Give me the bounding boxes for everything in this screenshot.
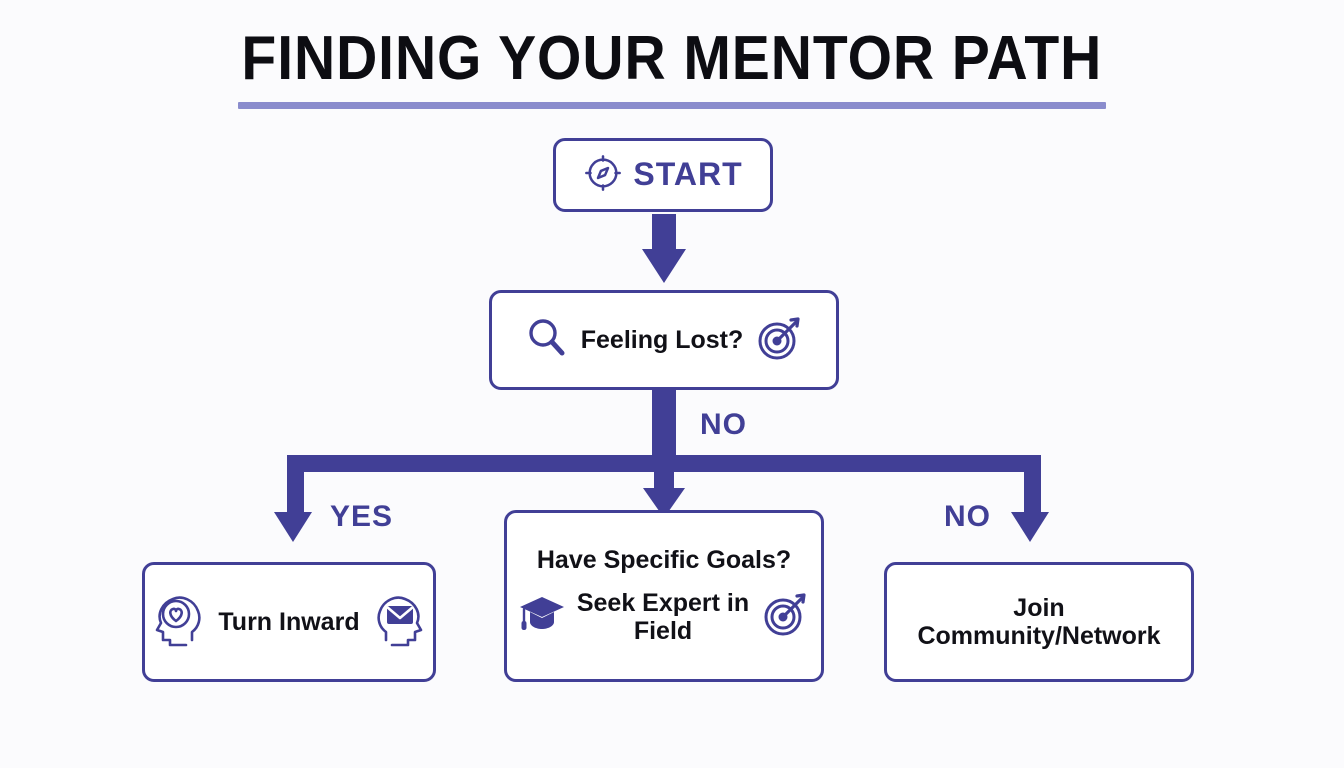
target-icon bbox=[759, 588, 811, 645]
node-turn-inward-content: Turn Inward bbox=[152, 590, 425, 655]
node-turn-inward[interactable]: Turn Inward bbox=[142, 562, 436, 682]
head-envelope-icon bbox=[370, 590, 426, 655]
node-specific-goals[interactable]: Have Specific Goals? Seek Expert in Fiel… bbox=[504, 510, 824, 682]
node-turn-inward-label: Turn Inward bbox=[218, 608, 360, 636]
compass-icon bbox=[583, 153, 623, 198]
edge-label-no-top: NO bbox=[700, 408, 747, 441]
node-specific-goals-heading: Have Specific Goals? bbox=[536, 545, 792, 574]
node-feeling-lost-label: Feeling Lost? bbox=[580, 326, 744, 354]
node-feeling-lost[interactable]: Feeling Lost? bbox=[489, 290, 839, 390]
connector-yes-stem bbox=[287, 462, 304, 516]
connector-yes-arrowhead bbox=[274, 512, 312, 542]
connector-start-to-feeling-arrowhead bbox=[642, 249, 686, 283]
node-specific-goals-content: Seek Expert in Field bbox=[517, 588, 811, 645]
edge-label-yes: YES bbox=[330, 500, 394, 533]
page-title: FINDING YOUR MENTOR PATH bbox=[241, 24, 1103, 93]
node-join-community[interactable]: Join Community/Network bbox=[884, 562, 1194, 682]
connector-no-right-arrowhead bbox=[1011, 512, 1049, 542]
head-heart-icon bbox=[152, 590, 208, 655]
node-feeling-lost-content: Feeling Lost? bbox=[523, 312, 806, 369]
page-title-block: FINDING YOUR MENTOR PATH bbox=[0, 28, 1344, 109]
connector-start-to-feeling-stem bbox=[652, 214, 676, 252]
title-underline bbox=[238, 102, 1106, 109]
graduation-cap-icon bbox=[517, 591, 567, 642]
edge-label-no-right: NO bbox=[944, 500, 991, 533]
node-specific-goals-label: Seek Expert in Field bbox=[576, 588, 750, 645]
connector-no-right-stem bbox=[1024, 462, 1041, 516]
connector-center-stem bbox=[654, 462, 674, 494]
node-start-label: START bbox=[633, 156, 743, 193]
node-start-content: START bbox=[583, 153, 742, 198]
node-join-community-label: Join Community/Network bbox=[917, 594, 1161, 650]
node-start[interactable]: START bbox=[553, 138, 773, 212]
magnifier-icon bbox=[523, 314, 571, 367]
target-icon bbox=[753, 312, 805, 369]
connector-trunk bbox=[652, 390, 676, 462]
